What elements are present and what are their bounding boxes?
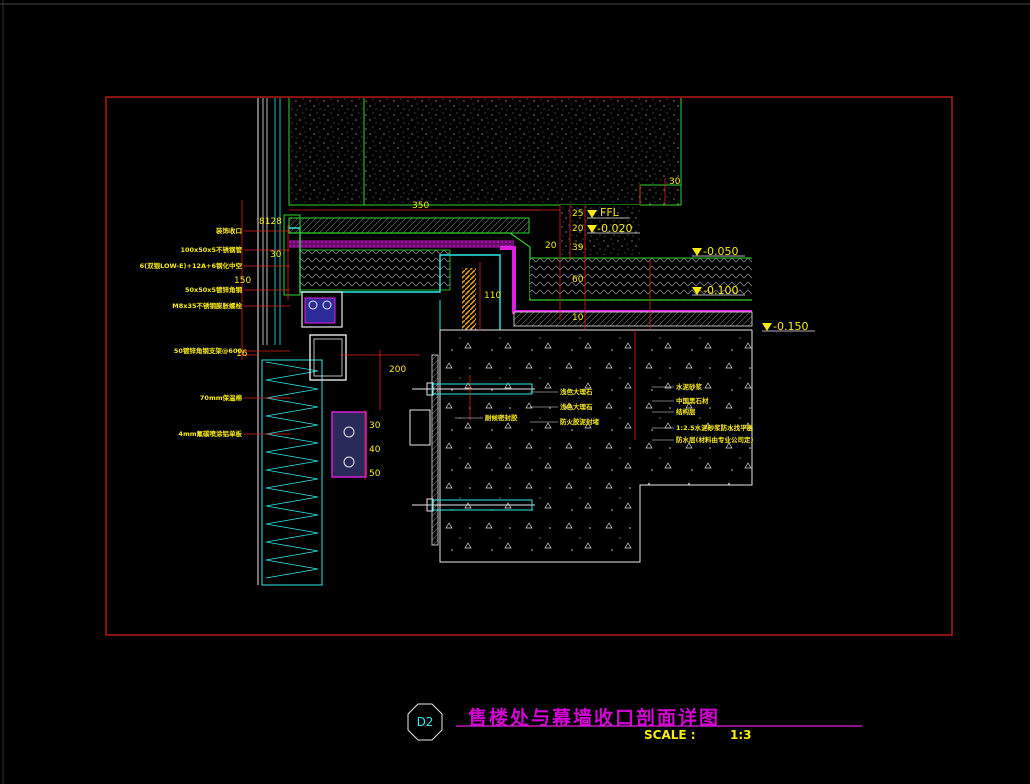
right-label: 中国黑石材 <box>676 396 709 405</box>
left-label: 70mm保温棉 <box>200 393 243 402</box>
dim-350: 350 <box>412 201 429 211</box>
right-upper-fill <box>560 205 640 255</box>
right-label: 水泥砂浆 <box>676 382 703 391</box>
right-mortar-layer <box>530 258 752 298</box>
title-tag: D2 <box>417 715 434 729</box>
dim-110: 110 <box>484 291 501 301</box>
dim-200: 200 <box>389 365 406 375</box>
left-label: 装饰收口 <box>215 226 242 235</box>
dim-16: 16 <box>236 349 248 359</box>
dim-40: 40 <box>369 445 381 455</box>
floor-stone-layer <box>288 217 530 234</box>
middle-label: 浅色大理石 <box>560 402 593 411</box>
insulation-panel <box>261 359 323 586</box>
anchor-bolt-lower <box>412 498 535 512</box>
mullion-box <box>283 214 301 296</box>
title-tag-octagon <box>407 703 443 741</box>
left-label: M8x35不锈钢膨胀螺栓 <box>172 301 242 310</box>
mid-bracket <box>331 411 367 478</box>
dim-20b: 20 <box>545 241 557 251</box>
level-l1: -0.020 <box>597 222 632 235</box>
top-bracket-plate <box>304 297 336 324</box>
left-labels: 装饰收口 100x50x5不锈钢管 6(双银LOW-E)+12A+6钢化中空 50x5… <box>140 226 243 438</box>
dim-25: 25 <box>572 209 583 219</box>
right-label: 结构层 <box>676 407 696 416</box>
dim-20: 20 <box>572 224 584 234</box>
drawing-frame <box>105 96 953 636</box>
level-l4: -0.150 <box>773 320 808 333</box>
mortar-layer <box>299 249 451 291</box>
scale-label: SCALE : <box>644 728 696 742</box>
left-label: 100x50x5不锈钢管 <box>180 245 242 254</box>
concrete-structure <box>439 329 753 563</box>
level-l2: -0.050 <box>703 245 738 258</box>
level-marker-l1: -0.020 <box>587 222 640 235</box>
dim-60: 60 <box>572 275 584 285</box>
mid-bolt-1 <box>343 426 355 438</box>
left-label: 50镀锌角钢支架@600 <box>174 346 243 355</box>
middle-label: 浅色大理石 <box>560 387 593 396</box>
right-leader-lines <box>455 386 674 441</box>
level-l3: -0.100 <box>703 284 738 297</box>
level-marker-l3: -0.100 <box>692 284 745 297</box>
dimension-texts: 30 350 25 20 20 39 60 110 10 200 30 40 5… <box>234 177 681 479</box>
embedded-plate <box>431 354 439 546</box>
dim-30-top: 30 <box>669 177 681 187</box>
scale-value: 1:3 <box>730 728 752 742</box>
middle-label: 防火胶泥封堵 <box>560 417 600 426</box>
left-label: 4mm氟碳喷涂铝单板 <box>178 429 242 438</box>
dim-30: 30 <box>270 250 282 260</box>
right-label: 防水层(材料由专业公司定) <box>676 435 753 444</box>
dim-39: 39 <box>572 243 584 253</box>
dim-8128: 8128 <box>259 217 282 227</box>
right-finish-layer <box>513 311 753 327</box>
angle-plate <box>409 409 431 446</box>
title-block: D2 售楼处与幕墙收口剖面详图 SCALE : 1:3 <box>407 703 862 742</box>
level-marker-l2: -0.050 <box>692 245 745 258</box>
upper-slab-step <box>639 184 682 206</box>
level-marker-l4: -0.150 <box>762 320 815 333</box>
top-bracket <box>301 291 343 328</box>
middle-label: 耐候密封胶 <box>485 413 518 422</box>
level-marker-ffl: FFL <box>587 206 630 219</box>
level-ffl: FFL <box>600 206 620 219</box>
left-leader-lines <box>244 230 290 435</box>
dimension-lines <box>240 178 666 480</box>
right-label: 1:2.5水泥砂浆防水找平层 <box>676 423 754 432</box>
dim-50: 50 <box>369 469 381 479</box>
steel-tube-inner <box>313 338 343 377</box>
insulation-zigzag <box>265 361 319 579</box>
steel-tube <box>309 334 347 381</box>
top-bolt-1 <box>308 300 318 310</box>
drawing-title: 售楼处与幕墙收口剖面详图 <box>467 706 720 729</box>
floor-green-outline <box>289 232 752 301</box>
dim-150: 150 <box>234 276 251 286</box>
left-label: 6(双银LOW-E)+12A+6钢化中空 <box>140 261 243 270</box>
floor-magenta-strip <box>289 240 514 248</box>
dim-10: 10 <box>572 313 584 323</box>
left-label: 50x50x5镀锌角钢 <box>185 285 242 294</box>
anchor-bolt-upper <box>412 382 535 396</box>
dim-30c: 30 <box>369 421 381 431</box>
mid-bolt-2 <box>343 456 355 468</box>
upper-slab <box>289 98 681 203</box>
top-bolt-2 <box>322 300 332 310</box>
